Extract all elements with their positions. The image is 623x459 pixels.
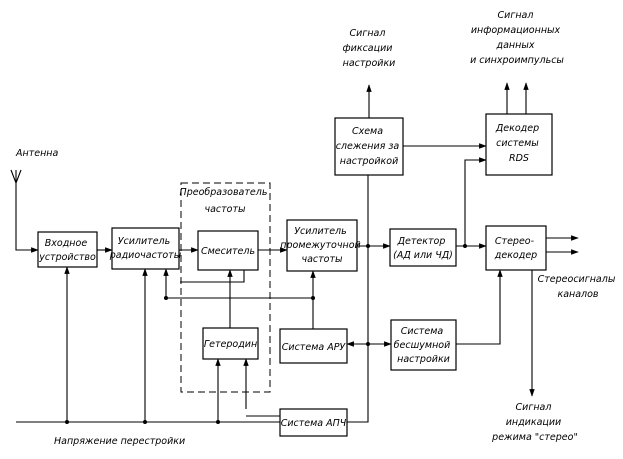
stereo-indicator-label: Сигнал индикации режима "стерео" <box>491 402 578 443</box>
tuning-fix-signal-label: Сигнал фиксации настройки <box>343 28 396 69</box>
block-detector: Детектор (АД или ЧД) <box>389 228 457 267</box>
svg-text:Схема слежения за: Схема слежения за настройкой <box>336 126 403 167</box>
antenna-label: Антенна <box>15 148 59 159</box>
svg-text:Стерео- декодер: Стерео- декодер <box>494 236 537 261</box>
block-tuning-tracking: Схема слежения за настройкой <box>334 117 404 176</box>
converter-title: Преобразователь частоты <box>180 187 271 215</box>
antenna-symbol <box>10 169 22 185</box>
block-mixer: Смеситель <box>197 230 259 271</box>
svg-text:Усилитель радиочастоты: Усилитель радиочастоты <box>109 236 182 261</box>
tuning-voltage-label: Напряжение перестройки <box>54 436 185 447</box>
block-local-oscillator: Гетеродин <box>202 327 259 360</box>
stereo-outputs-label: Стереосигналы каналов <box>538 274 619 300</box>
svg-text:Усилитель промежуточной: Усилитель промежуточной частоты <box>280 226 363 265</box>
svg-text:Система АРУ: Система АРУ <box>282 342 347 353</box>
block-if-amplifier: Усилитель промежуточной частоты <box>280 219 363 272</box>
rds-signal-label: Сигнал информационных данных и синхроимп… <box>470 10 564 66</box>
block-agc: Система АРУ <box>279 328 348 364</box>
svg-text:Система бесшумной: Система бесшумной настройки <box>394 326 454 365</box>
block-afc: Система АПЧ <box>279 408 348 437</box>
svg-text:Входное устройство: Входное устройство <box>38 238 96 263</box>
block-stereo-decoder: Стерео- декодер <box>485 225 547 271</box>
svg-text:Детектор (АД или ЧД): Детектор (АД или ЧД) <box>393 236 453 261</box>
block-squelch-system: Система бесшумной настройки <box>390 319 457 371</box>
svg-text:Декодер системы RD: Декодер системы RDS <box>495 123 542 164</box>
svg-text:Смеситель: Смеситель <box>201 246 255 257</box>
signal-connections <box>15 82 579 423</box>
svg-text:Гетеродин: Гетеродин <box>204 339 257 350</box>
block-rf-amplifier: Усилитель радиочастоты <box>109 227 182 270</box>
junction-dots <box>65 244 467 424</box>
block-rds-decoder: Декодер системы RDS <box>485 113 553 176</box>
svg-text:Система АПЧ: Система АПЧ <box>281 418 347 429</box>
block-input-device: Входное устройство <box>37 231 98 268</box>
frequency-converter-group <box>180 182 271 393</box>
